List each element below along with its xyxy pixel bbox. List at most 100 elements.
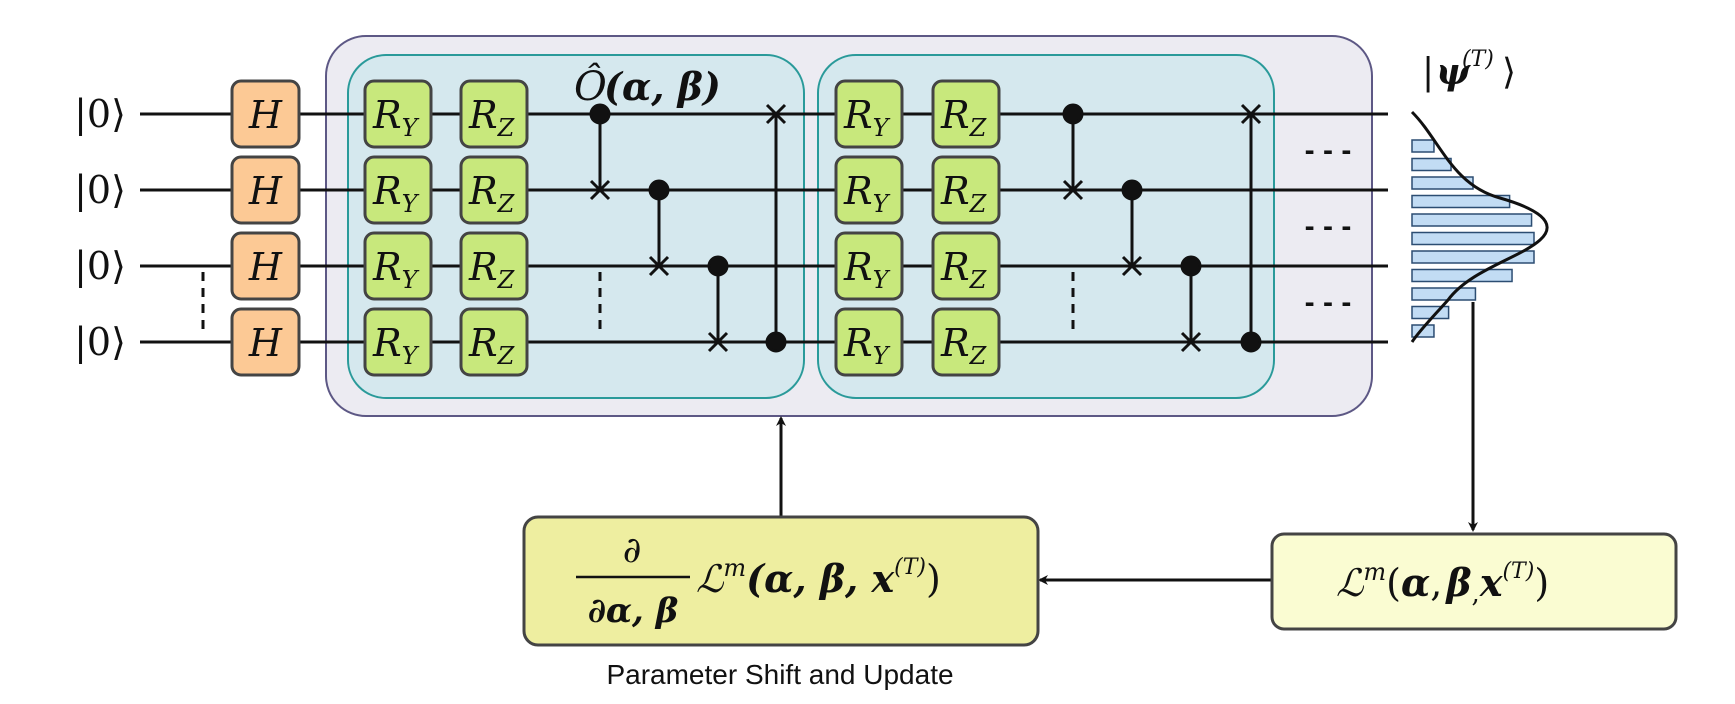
gradient-box [522, 515, 1040, 647]
hadamard-gate-label: H [248, 169, 283, 213]
histogram-bar [1411, 176, 1474, 190]
histogram-bar [1411, 157, 1452, 172]
rz-gate: RZ [459, 155, 529, 225]
rotation-gate-label: RZ [940, 93, 988, 142]
ellipsis-row-3: - - - [1305, 286, 1352, 319]
input-ket-3: |0⟩ [74, 320, 126, 364]
control-dot [1062, 103, 1084, 125]
swap-cross [765, 103, 787, 125]
rotation-gate-label: RZ [940, 169, 988, 218]
control-dot [1240, 331, 1262, 353]
gradient-caption: Parameter Shift and Update [606, 659, 953, 690]
rotation-gate-label: RY [372, 321, 420, 370]
rotation-gate-box [834, 79, 904, 149]
input-states: |0⟩ |0⟩ |0⟩ |0⟩ [74, 92, 126, 364]
hadamard-gate-box [230, 231, 301, 301]
hadamard-gate-box [230, 307, 301, 377]
rotation-gate-label: RZ [940, 245, 988, 294]
rotation-gate-label: RY [843, 93, 891, 142]
hadamard-gate: H [230, 231, 301, 301]
control-dot [648, 179, 670, 201]
histogram-bar [1411, 213, 1533, 227]
hadamard-gate-box [230, 155, 301, 225]
ry-gate: RY [363, 231, 433, 301]
rotation-gate-label: RZ [468, 169, 516, 218]
swap-cross [707, 331, 729, 353]
swap-cross [1180, 331, 1202, 353]
control-dot [1180, 255, 1202, 277]
output-ket-open: | [1422, 52, 1434, 93]
hadamard-gate: H [230, 307, 301, 377]
swap-cross [1240, 103, 1262, 125]
control-dot [765, 331, 787, 353]
probability-distribution [1411, 139, 1535, 338]
rotation-gate-box [931, 79, 1001, 149]
rz-gate: RZ [931, 79, 1001, 149]
rotation-gate-box [459, 231, 529, 301]
ellipsis-row-2: - - - [1305, 210, 1352, 243]
rotation-gate-box [363, 79, 433, 149]
rotation-gate-box [459, 155, 529, 225]
ry-gate: RY [363, 79, 433, 149]
gradient-numerator: ∂ [623, 530, 642, 571]
hadamard-gate: H [230, 155, 301, 225]
rotation-gate-box [363, 231, 433, 301]
entangling-gates-layer-1 [589, 103, 787, 353]
control-dot [589, 103, 611, 125]
rz-gate: RZ [931, 155, 1001, 225]
ry-gate: RY [834, 79, 904, 149]
rotation-gate-label: RY [372, 245, 420, 294]
swap-cross [1062, 179, 1084, 201]
histogram-bar [1411, 305, 1450, 320]
ry-gate: RY [363, 155, 433, 225]
control-dot [1121, 179, 1143, 201]
rotation-gate-box [363, 155, 433, 225]
rotation-gate-label: RY [843, 321, 891, 370]
operator-symbol: Ô [574, 63, 607, 110]
entangling-gates-layer-2 [1062, 103, 1262, 353]
distribution-curve [1410, 110, 1549, 343]
gradient-denominator: ∂α, β [588, 591, 679, 631]
rz-gate: RZ [459, 307, 529, 377]
swap-cross [1121, 255, 1143, 277]
rotation-gate-box [931, 307, 1001, 377]
ry-gate: RY [834, 231, 904, 301]
gradient-loss: ℒm(α, β, x(T)) [696, 554, 941, 601]
output-psi: ψ [1436, 51, 1471, 93]
hadamard-gate-box [230, 79, 301, 149]
rotation-gate-box [834, 307, 904, 377]
hadamard-gate-label: H [248, 93, 283, 137]
histogram-bar [1411, 250, 1535, 264]
gradient-expression: ∂ ∂α, β ℒm(α, β, x(T)) [576, 530, 941, 631]
rotation-gate-label: RY [372, 93, 420, 142]
rz-gate: RZ [931, 307, 1001, 377]
output-state-label: | ψ (T) ⟩ [1422, 47, 1516, 93]
rotation-gate-box [459, 79, 529, 149]
swap-cross [648, 255, 670, 277]
histogram-bar [1411, 139, 1435, 153]
swap-cross [589, 179, 611, 201]
histogram-bar [1411, 287, 1477, 301]
rz-gate: RZ [931, 231, 1001, 301]
output-ket-close: ⟩ [1502, 52, 1516, 93]
qubit-wires [140, 112, 1388, 344]
input-ket-0: |0⟩ [74, 92, 126, 136]
rotation-gate-label: RY [843, 245, 891, 294]
rotation-gate-box [363, 307, 433, 377]
rotation-gate-label: RZ [940, 321, 988, 370]
ry-gate: RY [834, 155, 904, 225]
input-ket-2: |0⟩ [74, 244, 126, 288]
rotation-gate-label: RZ [468, 93, 516, 142]
rz-gate: RZ [459, 231, 529, 301]
rotation-gate-box [834, 231, 904, 301]
rotation-gates: RY RY RY RY RZ RZ RZ RZ RY RY RY RY RZ RZ RZ RZ [363, 79, 1001, 377]
hadamard-gate-label: H [248, 245, 283, 289]
operator-label: Ô (α, β) [574, 63, 721, 110]
rotation-gate-label: RY [372, 169, 420, 218]
histogram-bar [1411, 231, 1535, 246]
rotation-gate-label: RZ [468, 245, 516, 294]
ellipsis-row-1: - - - [1305, 134, 1352, 167]
rotation-gate-box [931, 155, 1001, 225]
rotation-gate-box [459, 307, 529, 377]
